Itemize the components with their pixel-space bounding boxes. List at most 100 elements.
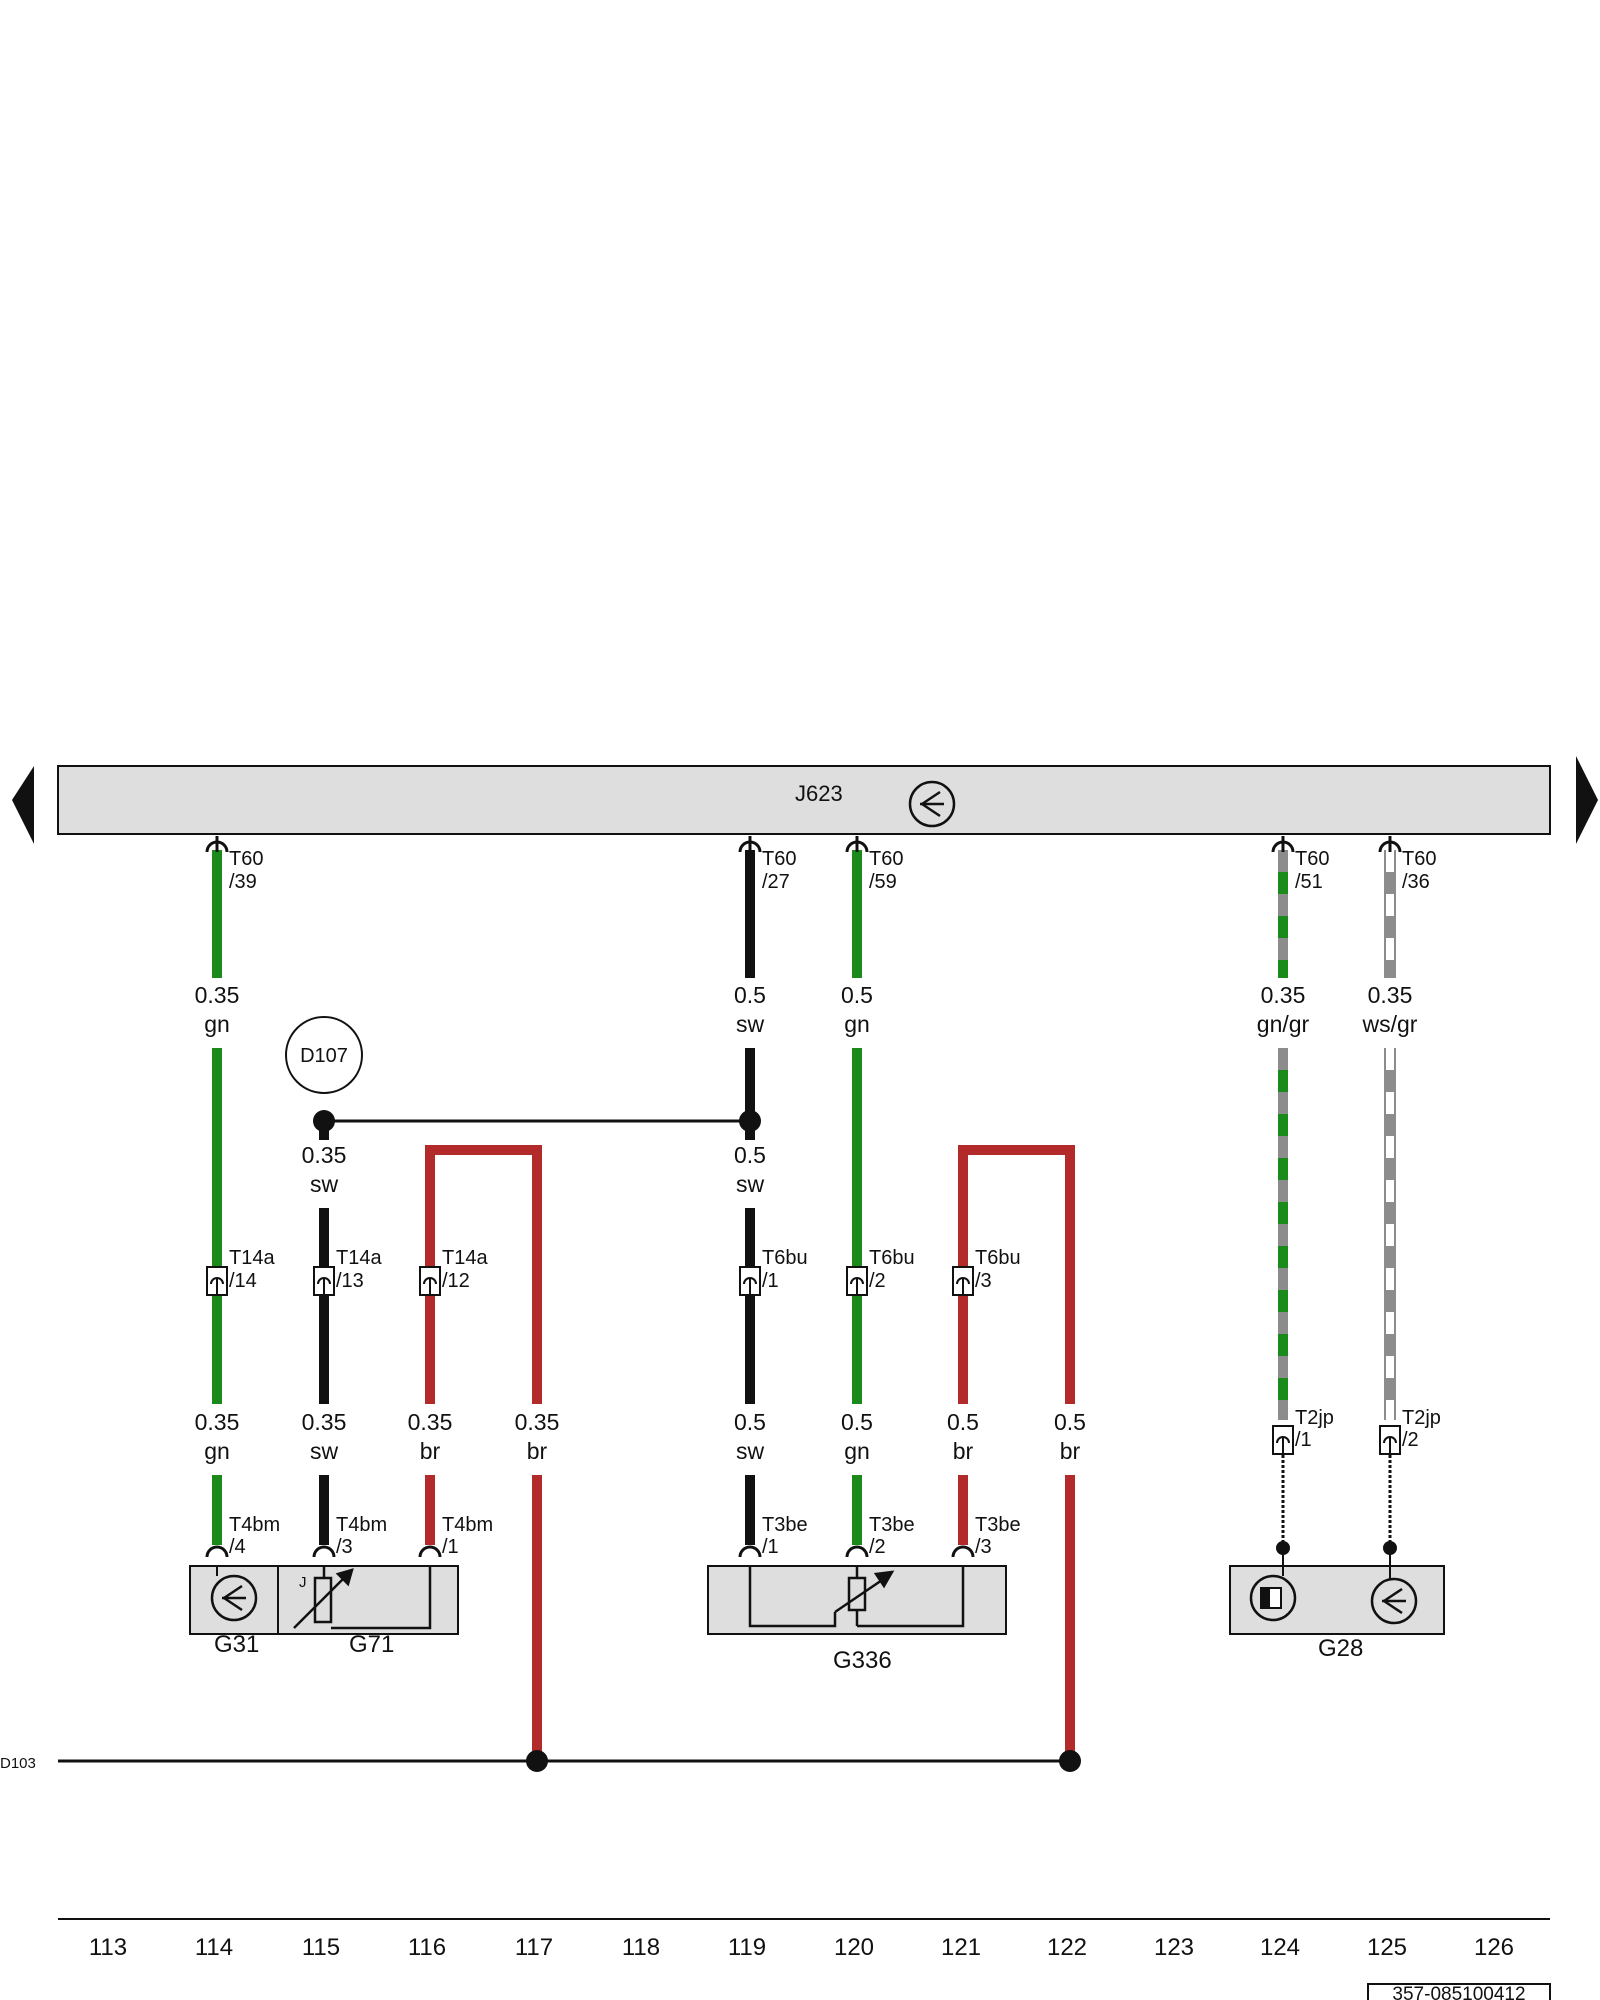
ecu-sensor-icon xyxy=(908,780,956,828)
wire-size: 0.35 xyxy=(408,1409,453,1435)
pin-label: T60 xyxy=(762,848,796,870)
component-pin-terminals xyxy=(205,1545,975,1558)
wire-size: 0.35 xyxy=(1261,982,1306,1008)
ground-point-circle xyxy=(285,1016,363,1094)
column-number: 115 xyxy=(302,1934,340,1961)
wire-color: gn/gr xyxy=(1257,1011,1310,1037)
wire-labels-mid: 0.35 sw 0.5 sw xyxy=(302,1142,766,1197)
pin-label: /27 xyxy=(762,871,790,893)
wire-color: br xyxy=(420,1438,441,1464)
doc-id: 357-085100412 xyxy=(1392,1984,1525,2000)
wire-size: 0.35 xyxy=(195,1409,240,1435)
comp-pin-num: /4 xyxy=(229,1536,246,1558)
comp-pin-num: /2 xyxy=(869,1536,886,1558)
component-pin-labels: T4bm /4 T4bm /3 T4bm /1 T3be /1 T3be /2 … xyxy=(229,1514,1021,1558)
wire-size: 0.5 xyxy=(841,982,873,1008)
comp-pin-num: /3 xyxy=(975,1536,992,1558)
conn-pin: /2 xyxy=(869,1270,886,1292)
pin-label: T60 xyxy=(869,848,903,870)
conn-pin: /1 xyxy=(762,1270,779,1292)
g31-sensor-icon xyxy=(210,1574,258,1622)
g336-variable-resistor-icon xyxy=(748,1566,965,1628)
ground-node-left xyxy=(313,1110,335,1132)
wire-labels-low: 0.35 gn 0.35 sw 0.35 br 0.35 br 0.5 sw 0… xyxy=(195,1409,1086,1464)
column-number: 126 xyxy=(1474,1934,1514,1961)
column-number: 118 xyxy=(622,1934,660,1961)
page-next-arrow[interactable] xyxy=(1576,756,1598,844)
comp-pin-conn: T3be xyxy=(975,1514,1021,1536)
component-label-g31: G31 xyxy=(214,1631,259,1658)
ecu-header-bar[interactable] xyxy=(57,765,1551,835)
g71-variable-resistor-icon xyxy=(293,1566,432,1630)
pin-label: /39 xyxy=(229,871,257,893)
column-number: 114 xyxy=(195,1934,233,1961)
wire-color: sw xyxy=(736,1438,765,1464)
wire-color: sw xyxy=(736,1011,765,1037)
comp-pin-conn: T3be xyxy=(762,1514,808,1536)
conn-label: T14a xyxy=(336,1247,382,1269)
wire-color: gn xyxy=(844,1011,870,1037)
conn-label: T6bu xyxy=(869,1247,915,1269)
pin-label: /51 xyxy=(1295,871,1323,893)
wire-color: sw xyxy=(310,1171,339,1197)
wire-color: br xyxy=(527,1438,548,1464)
component-label-g28: G28 xyxy=(1318,1635,1363,1662)
comp-pin-conn: T4bm xyxy=(442,1514,493,1536)
wire-size: 0.5 xyxy=(734,1142,766,1168)
comp-pin-conn: T4bm xyxy=(229,1514,280,1536)
wire-size: 0.5 xyxy=(947,1409,979,1435)
mid-connector-arrows xyxy=(210,1277,1397,1453)
comp-pin-conn: T3be xyxy=(869,1514,915,1536)
component-label-g336: G336 xyxy=(833,1647,892,1674)
wire-labels-top: 0.35 gn 0.5 sw 0.5 gn 0.35 gn/gr 0.35 ws… xyxy=(195,982,1418,1037)
wire-color: br xyxy=(1060,1438,1081,1464)
pin-label: T60 xyxy=(229,848,263,870)
wire-color: ws/gr xyxy=(1362,1011,1418,1037)
wire-size: 0.35 xyxy=(302,1409,347,1435)
pin-label: T60 xyxy=(1402,848,1436,870)
wire-size: 0.5 xyxy=(734,982,766,1008)
component-label-g71: G71 xyxy=(349,1631,394,1658)
conn-label: T2jp xyxy=(1295,1407,1334,1429)
mid-connector-labels: T14a /14 T14a /13 T14a /12 T6bu /1 T6bu … xyxy=(229,1247,1441,1451)
conn-pin: /13 xyxy=(336,1270,364,1292)
wire-size: 0.35 xyxy=(195,982,240,1008)
column-number: 120 xyxy=(834,1934,874,1961)
wire-color: gn xyxy=(204,1011,230,1037)
ecu-pin-labels: T60 /39 T60 /27 T60 /59 T60 /51 T60 /36 xyxy=(229,848,1436,893)
bus-node-122 xyxy=(1059,1750,1081,1772)
wire-color: gn xyxy=(204,1438,230,1464)
bus-label: D103 xyxy=(0,1755,36,1772)
wire-color: sw xyxy=(736,1171,765,1197)
conn-pin: /3 xyxy=(975,1270,992,1292)
wire-color: sw xyxy=(310,1438,339,1464)
wire-size: 0.5 xyxy=(1054,1409,1086,1435)
ground-point-label: D107 xyxy=(300,1045,348,1067)
pin-label: T60 xyxy=(1295,848,1329,870)
column-number: 116 xyxy=(408,1934,446,1961)
wire-size: 0.35 xyxy=(515,1409,560,1435)
ecu-label: J623 xyxy=(795,781,843,806)
wire-size: 0.5 xyxy=(734,1409,766,1435)
conn-pin: /2 xyxy=(1402,1429,1419,1451)
column-number: 121 xyxy=(941,1934,981,1961)
conn-label: T14a xyxy=(229,1247,275,1269)
comp-pin-num: /3 xyxy=(336,1536,353,1558)
conn-label: T6bu xyxy=(762,1247,808,1269)
g28-speed-sensor-icon xyxy=(1370,1577,1418,1625)
page-prev-arrow[interactable] xyxy=(12,766,34,844)
pin-label: /59 xyxy=(869,871,897,893)
bus-node-117 xyxy=(526,1750,548,1772)
column-numbers: 113 114 115 116 117 118 119 120 121 122 … xyxy=(89,1934,1514,1961)
wire-size: 0.5 xyxy=(841,1409,873,1435)
conn-label: T6bu xyxy=(975,1247,1021,1269)
conn-label: T2jp xyxy=(1402,1407,1441,1429)
column-number: 122 xyxy=(1047,1934,1087,1961)
conn-pin: /14 xyxy=(229,1270,257,1292)
mid-connector-boxes xyxy=(206,1266,1401,1455)
comp-pin-num: /1 xyxy=(442,1536,459,1558)
wire-size: 0.35 xyxy=(302,1142,347,1168)
column-number: 125 xyxy=(1367,1934,1407,1961)
ecu-pin-terminals xyxy=(205,836,1402,853)
